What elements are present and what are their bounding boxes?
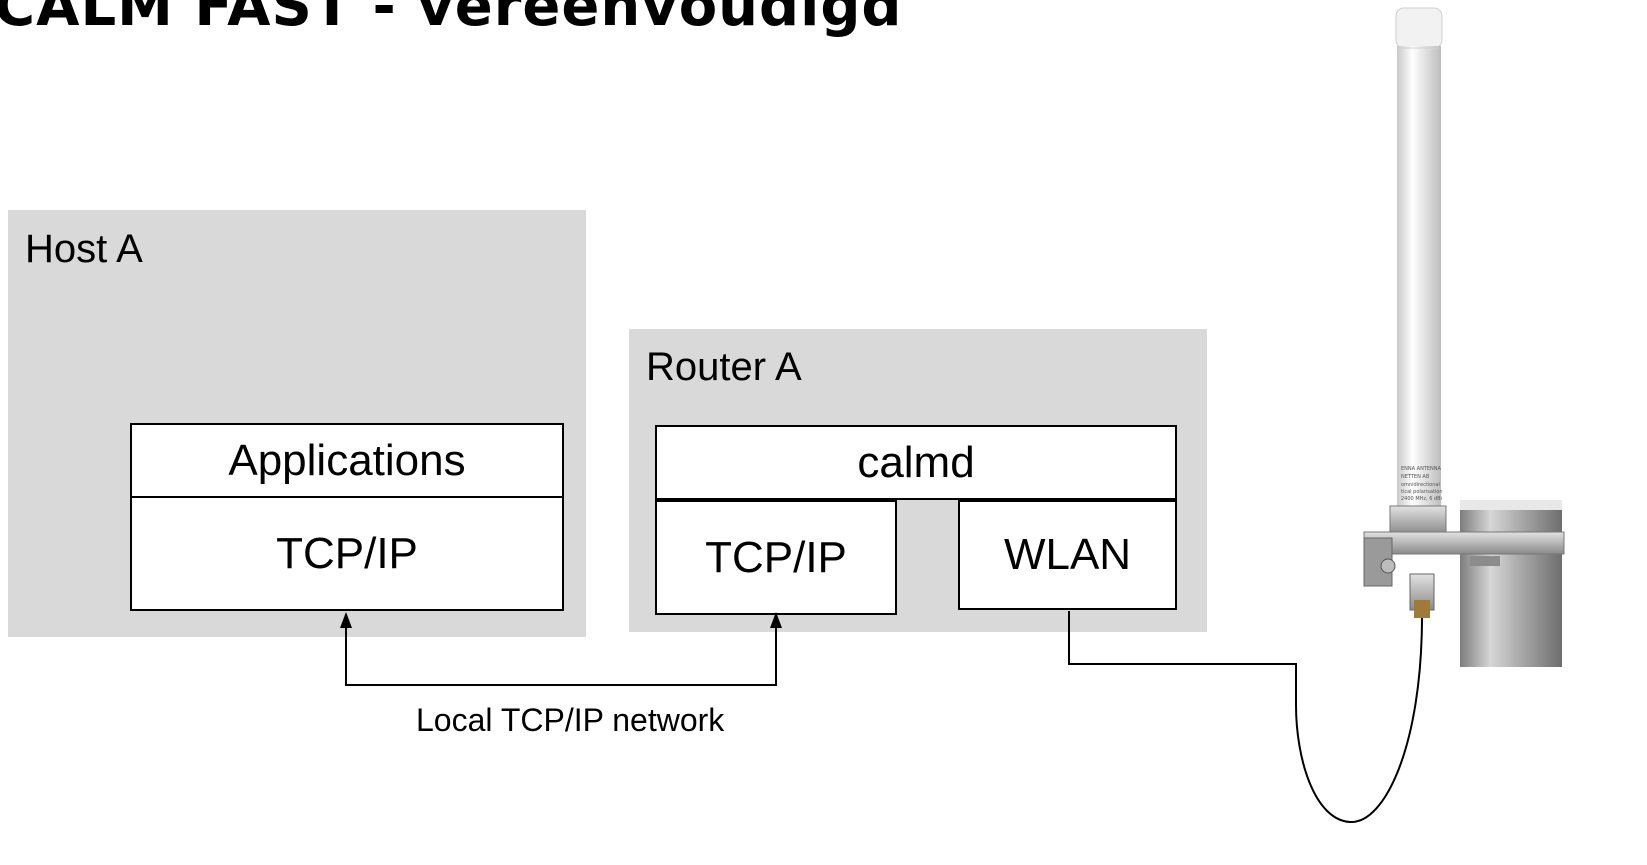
svg-text:NETTEN AB: NETTEN AB (1401, 474, 1430, 480)
router-calmd-box: calmd (655, 425, 1177, 500)
host-tcpip-box: TCP/IP (130, 496, 564, 611)
svg-text:omnidirectional: omnidirectional (1401, 482, 1440, 488)
svg-text:2400 MHz, 6 dBi: 2400 MHz, 6 dBi (1401, 496, 1442, 502)
svg-text:ENNA ANTENNA: ENNA ANTENNA (1401, 466, 1442, 472)
network-link (340, 612, 782, 686)
arrowhead-host-icon (340, 612, 352, 628)
antenna-cable (1068, 611, 1423, 824)
page-title: CALM FAST - vereenvoudigd (0, 0, 903, 39)
arrowhead-router-icon (770, 612, 782, 628)
router-a-label: Router A (646, 345, 802, 389)
host-a-label: Host A (25, 227, 143, 271)
network-label: Local TCP/IP network (416, 702, 725, 738)
router-wlan-box: WLAN (958, 500, 1177, 610)
mast-pole (1460, 500, 1562, 667)
svg-text:tical polarisation: tical polarisation (1401, 489, 1443, 495)
antenna-photo-icon: ENNA ANTENNA NETTEN AB omnidirectional t… (1363, 7, 1565, 667)
